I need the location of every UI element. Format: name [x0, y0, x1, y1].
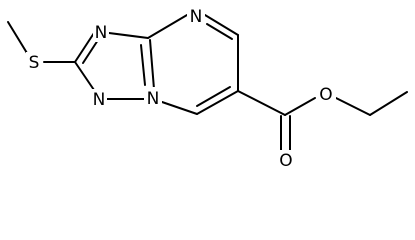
- bond-n3-c3a: [108, 32, 149, 39]
- bond-c3a-n4: [147, 14, 188, 39]
- atom-label-oxygen-ether: O: [319, 85, 332, 105]
- atom-label-sulfur: S: [29, 53, 40, 73]
- bond-carbonyl-ether-o: [284, 97, 316, 116]
- atom-label-oxygen-carbonyl: O: [279, 151, 292, 171]
- atom-label-nitrogen-pyrimidine: N: [190, 7, 203, 27]
- atom-layer: S N N N N O O: [26, 5, 336, 172]
- atom-sulfur: S: [26, 52, 42, 73]
- atom-label-nitrogen-triazole-bottom: N: [93, 90, 106, 110]
- atom-nitrogen-pyrimidine: N: [187, 5, 205, 27]
- bond-c6-carbonyl: [237, 90, 286, 116]
- atom-label-nitrogen-triazole-top: N: [95, 23, 108, 43]
- atom-oxygen-ether: O: [316, 84, 336, 106]
- atom-label-nitrogen-bridgehead: N: [147, 89, 160, 109]
- bond-c3a-nbridge-inner: [140, 44, 146, 86]
- molecule-structure: S N N N N O O: [7, 5, 408, 172]
- bond-ch2-ch3: [369, 91, 408, 116]
- bond-c6-c7: [196, 90, 239, 115]
- bond-c3a-nbridge: [149, 39, 155, 90]
- bond-c7-nbridge: [161, 101, 198, 115]
- bond-c2-n3: [74, 32, 95, 63]
- atom-nitrogen-bridgehead: N: [144, 87, 162, 109]
- bond-c2-n3-inner: [82, 39, 99, 64]
- bond-c6-c7-inner: [196, 86, 231, 107]
- atom-nitrogen-triazole-bottom: N: [91, 89, 107, 110]
- atom-nitrogen-triazole-top: N: [93, 22, 109, 43]
- bond-ether-o-ch2: [335, 97, 371, 116]
- bond-c2-n1: [74, 61, 95, 91]
- atom-oxygen-carbonyl: O: [277, 150, 295, 172]
- bond-n4-c5-inner: [206, 23, 233, 40]
- bond-layer: [7, 14, 408, 153]
- bond-n4-c5: [204, 14, 239, 36]
